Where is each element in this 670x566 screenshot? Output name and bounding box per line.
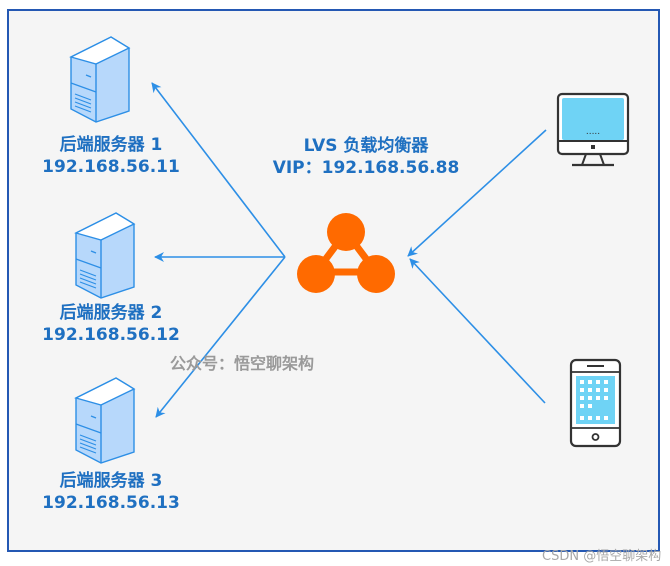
edge-lb-to-server-3 xyxy=(155,256,286,418)
credit-text: CSDN @悟空聊架构 xyxy=(542,549,662,564)
server-2-label: 后端服务器 2 192.168.56.12 xyxy=(31,302,191,346)
server-2-icon[interactable] xyxy=(74,212,136,299)
watermark: 公众号：悟空聊架构 xyxy=(170,354,315,373)
edge-monitor-to-lb xyxy=(407,129,547,257)
monitor-icon[interactable]: ..... xyxy=(556,92,630,167)
server-3-name: 后端服务器 3 xyxy=(59,471,163,491)
server-1-icon[interactable] xyxy=(69,36,131,123)
load-balancer-icon[interactable] xyxy=(297,213,395,293)
server-3-icon[interactable] xyxy=(74,377,136,464)
edge-lb-to-server-1 xyxy=(151,82,286,258)
load-balancer-name: LVS 负载均衡器 xyxy=(303,136,429,156)
server-2-ip: 192.168.56.12 xyxy=(42,325,180,345)
server-3-label: 后端服务器 3 192.168.56.13 xyxy=(31,470,191,514)
edge-phone-to-lb xyxy=(409,258,546,404)
edges xyxy=(151,82,547,418)
load-balancer-vip: VIP：192.168.56.88 xyxy=(272,158,460,178)
server-1-label: 后端服务器 1 192.168.56.11 xyxy=(31,134,191,178)
server-2-name: 后端服务器 2 xyxy=(59,303,163,323)
load-balancer-label: LVS 负载均衡器 VIP：192.168.56.88 xyxy=(251,135,481,179)
server-3-ip: 192.168.56.13 xyxy=(42,493,180,513)
monitor-screen-text: ..... xyxy=(586,127,600,137)
server-1-ip: 192.168.56.11 xyxy=(42,157,180,177)
server-1-name: 后端服务器 1 xyxy=(59,135,163,155)
phone-icon[interactable] xyxy=(569,358,622,448)
